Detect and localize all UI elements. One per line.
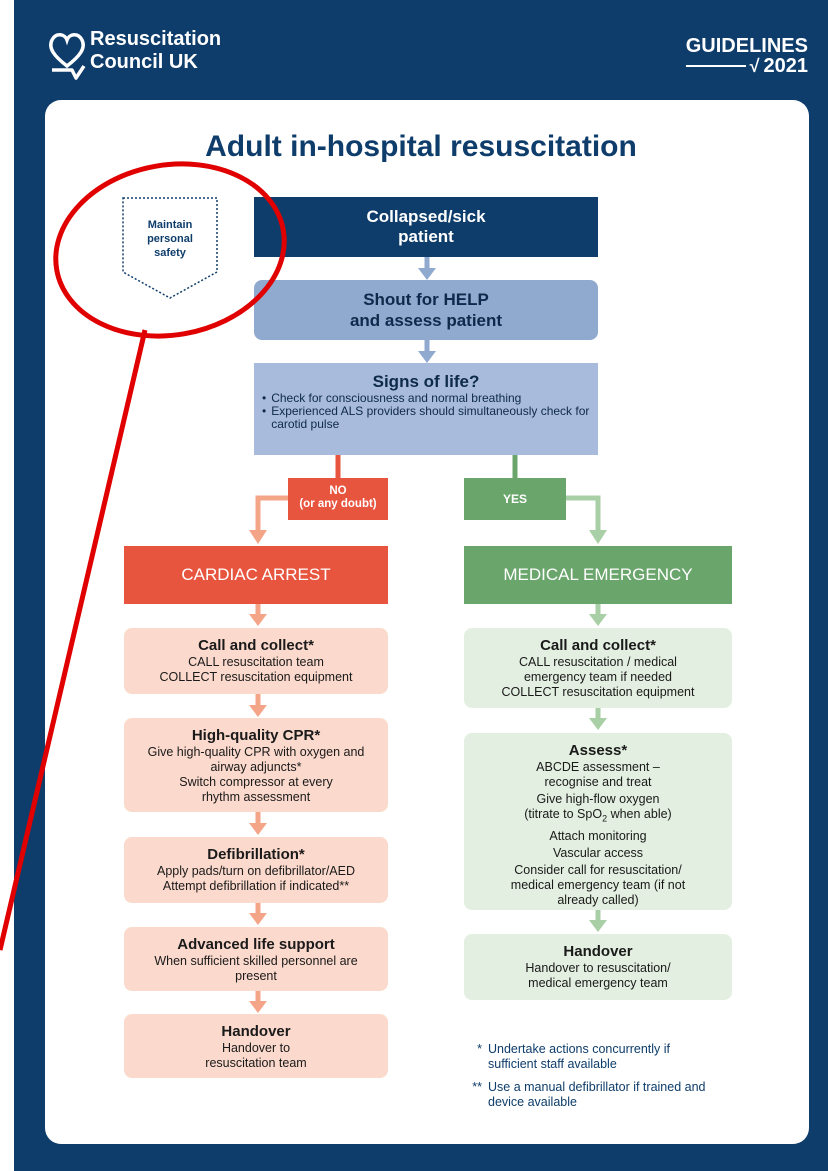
cardiac-als-box: Advanced life support When sufficient sk… xyxy=(124,927,388,991)
annotation-line xyxy=(0,329,148,951)
org-line-1: Resuscitation xyxy=(90,28,222,50)
medical-assess-box: Assess* ABCDE assessment – recognise and… xyxy=(464,733,732,910)
shout-line-1: Shout for HELP xyxy=(363,290,489,309)
guidelines-year: 2021 xyxy=(763,55,809,77)
org-name: Resuscitation Council UK xyxy=(90,28,221,74)
cardiac-handover-box: Handover Handover to resuscitation team xyxy=(124,1014,388,1078)
check-icon: √ xyxy=(749,56,760,76)
cardiac-cpr-box: High-quality CPR* Give high-quality CPR … xyxy=(124,718,388,812)
org-line-2: Council UK xyxy=(90,51,198,73)
guidelines-badge: GUIDELINES √ 2021 xyxy=(685,35,809,77)
heart-logo-icon xyxy=(49,33,86,80)
no-label-line-1: NO xyxy=(329,485,347,497)
signs-bullet-1: •Check for consciousness and normal brea… xyxy=(262,391,522,405)
cardiac-call-collect-box: Call and collect* CALL resuscitation tea… xyxy=(124,628,388,694)
no-branch-label: NO (or any doubt) xyxy=(288,478,388,520)
footnote-2: ** Use a manual defibrillator if trained… xyxy=(472,1080,706,1109)
safety-badge: Maintain personal safety xyxy=(121,196,219,300)
collapsed-patient-box: Collapsed/sick patient xyxy=(254,197,598,257)
footnotes: * Undertake actions concurrently if suff… xyxy=(464,1042,708,1118)
yes-branch-label: YES xyxy=(464,478,566,520)
medical-emergency-header: MEDICAL EMERGENCY xyxy=(464,546,732,604)
no-label-line-2: (or any doubt) xyxy=(299,498,377,510)
guidelines-word: GUIDELINES xyxy=(685,35,808,57)
medical-call-collect-box: Call and collect* CALL resuscitation / m… xyxy=(464,628,732,708)
signs-of-life-box: Signs of life? •Check for consciousness … xyxy=(254,363,598,455)
safety-badge-text: Maintain personal safety xyxy=(147,219,193,259)
signs-bullet-2: •Experienced ALS providers should simult… xyxy=(262,404,590,431)
shout-for-help-box: Shout for HELP and assess patient xyxy=(254,280,598,340)
cardiac-defibrillation-box: Defibrillation* Apply pads/turn on defib… xyxy=(124,837,388,903)
signs-of-life-title: Signs of life? xyxy=(372,372,480,391)
page-title: Adult in-hospital resuscitation xyxy=(205,130,637,163)
shout-line-2: and assess patient xyxy=(349,311,503,330)
medical-handover-box: Handover Handover to resuscitation/ medi… xyxy=(464,934,732,1000)
collapsed-patient-text: Collapsed/sick patient xyxy=(366,207,486,246)
cardiac-arrest-header: CARDIAC ARREST xyxy=(124,546,388,604)
annotation-circle xyxy=(53,161,287,339)
footnote-1: * Undertake actions concurrently if suff… xyxy=(477,1042,671,1071)
guidelines-rule xyxy=(685,65,746,67)
